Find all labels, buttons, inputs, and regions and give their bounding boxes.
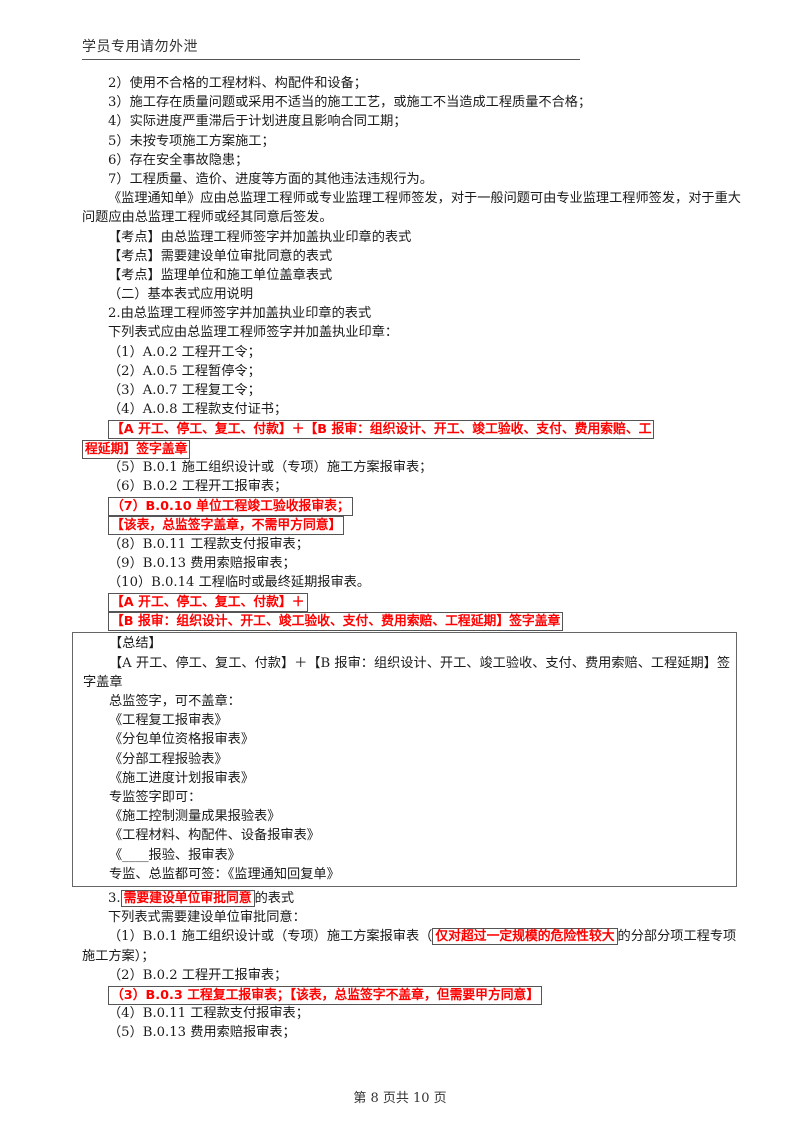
list-item: 《工程复工报审表》 [109,713,228,729]
list-item: （4）B.0.11 工程款支付报审表； [108,1006,309,1022]
list-item: 6）存在安全事故隐患； [108,152,249,168]
list-item: （2）A.0.5 工程暂停令； [108,363,261,379]
list-item: 4）实际进度严重滞后于计划进度且影响合同工期； [108,114,407,130]
key-point: 【考点】由总监理工程师签字并加盖执业印章的表式 [108,229,412,245]
list-item: （5）B.0.13 费用索赔报审表； [108,1025,296,1041]
specialist-sign-label: 专监签字即可： [109,790,202,805]
list-item: 《____报验、报审表》 [109,847,241,863]
highlight-formula-line1: 【A 开工、停工、复工、付款】＋【B 报审：组织设计、开工、竣工验收、支付、费用… [82,419,742,440]
highlight-box: 【B 报审：组织设计、开工、竣工验收、支付、费用索赔、工程延期】签字盖章 [108,612,564,632]
highlight-item-7-note: 【该表，总监签字盖章，不需甲方同意】 [82,515,742,536]
key-point: 【考点】需要建设单位审批同意的表式 [108,248,333,264]
highlight-box: （3）B.0.3 工程复工报审表；【该表，总监签字不盖章，但需要甲方同意】 [108,985,543,1005]
sub-heading: 2.由总监理工程师签字并加盖执业印章的表式 [108,306,372,322]
heading-suffix: 的表式 [254,890,295,906]
highlight-box: 需要建设单位审批同意 [120,889,255,907]
list-item: （1）B.0.1 施工组织设计或（专项）施工方案报审表（仅对超过一定规模的危险性… [82,927,742,965]
chief-sign-label: 总监签字，可不盖章： [109,694,241,710]
list-item: 《施工进度计划报审表》 [109,770,255,786]
summary-title: 【总结】 [109,636,162,652]
both-sign-note: 专监、总监都可签：《监理通知回复单》 [109,866,340,882]
list-item: （2）B.0.2 工程开工报审表； [108,967,288,983]
key-point: 【考点】监理单位和施工单位盖章表式 [108,267,333,283]
list-item: 3）施工存在质量问题或采用不适当的施工工艺，或施工不当造成工程质量不合格； [108,95,592,111]
section-three-heading: 3.需要建设单位审批同意的表式 [82,889,742,908]
highlight-box: 【该表，总监签字盖章，不需甲方同意】 [108,516,345,536]
highlight-box: 【A 开工、停工、复工、付款】＋【B 报审：组织设计、开工、竣工验收、支付、费用… [108,420,655,440]
highlight-formula2-line1: 【A 开工、停工、复工、付款】＋ [82,592,742,613]
list-item: （3）A.0.7 工程复工令； [108,383,261,399]
list-item: （9）B.0.13 费用索赔报审表； [108,555,296,571]
list-item: 5）未按专项施工方案施工； [108,133,275,149]
list-item: 《施工控制测量成果报验表》 [109,809,281,825]
list-item: （10）B.0.14 工程临时或最终延期报审表。 [108,574,371,590]
item-suffix: 的分部分项工程专项施工方案）； [82,929,737,964]
highlight-item-3: （3）B.0.3 工程复工报审表；【该表，总监签字不盖章，但需要甲方同意】 [82,985,742,1005]
section-heading: （二）基本表式应用说明 [108,287,254,303]
list-item: 《分包单位资格报审表》 [109,732,255,748]
item-prefix: （1）B.0.1 施工组织设计或（专项）施工方案报审表（ [108,929,433,945]
list-item: 2）使用不合格的工程材料、构配件和设备； [108,76,367,91]
list-item: 7）工程质量、造价、进度等方面的其他违法违规行为。 [108,171,433,187]
list-item: 《工程材料、构配件、设备报审表》 [109,828,320,844]
header-divider [82,59,580,60]
list-item: （8）B.0.11 工程款支付报审表； [108,536,309,552]
document-body: 2）使用不合格的工程材料、构配件和设备； 3）施工存在质量问题或采用不适当的施工… [72,74,742,1042]
highlight-formula2-line2: 【B 报审：组织设计、开工、竣工验收、支付、费用索赔、工程延期】签字盖章 [82,611,742,632]
highlight-box: （7）B.0.10 单位工程竣工验收报审表； [108,497,353,517]
highlight-box: 【A 开工、停工、复工、付款】＋ [108,593,308,613]
list-item: （6）B.0.2 工程开工报审表； [108,478,288,494]
list-item: （5）B.0.1 施工组织设计或（专项）施工方案报审表； [108,459,433,475]
notice-paragraph: 《监理通知单》应由总监理工程师或专业监理工程师签发，对于一般问题可由专业监理工程… [82,191,741,226]
section-intro: 下列表式需要建设单位审批同意： [108,910,306,926]
highlight-item-7: （7）B.0.10 单位工程竣工验收报审表； [82,496,742,517]
summary-formula: 【A 开工、停工、复工、付款】＋【B 报审：组织设计、开工、竣工验收、支付、费用… [83,655,731,690]
highlight-box: 程延期】签字盖章 [82,439,191,459]
list-item: （4）A.0.8 工程款支付证书； [108,402,288,418]
section-intro: 下列表式应由总监理工程师签字并加盖执业印章： [108,325,399,341]
highlight-box: 仅对超过一定规模的危险性较大 [432,928,618,946]
heading-prefix: 3. [108,890,121,906]
page-number: 第 8 页共 10 页 [353,1091,447,1106]
list-item: 《分部工程报验表》 [109,751,228,767]
highlight-formula-line2: 程延期】签字盖章 [82,439,742,459]
page-header-watermark: 学员专用请勿外泄 [82,39,198,55]
list-item: （1）A.0.2 工程开工令； [108,344,261,360]
summary-box: 【总结】 【A 开工、停工、复工、付款】＋【B 报审：组织设计、开工、竣工验收、… [72,632,737,887]
